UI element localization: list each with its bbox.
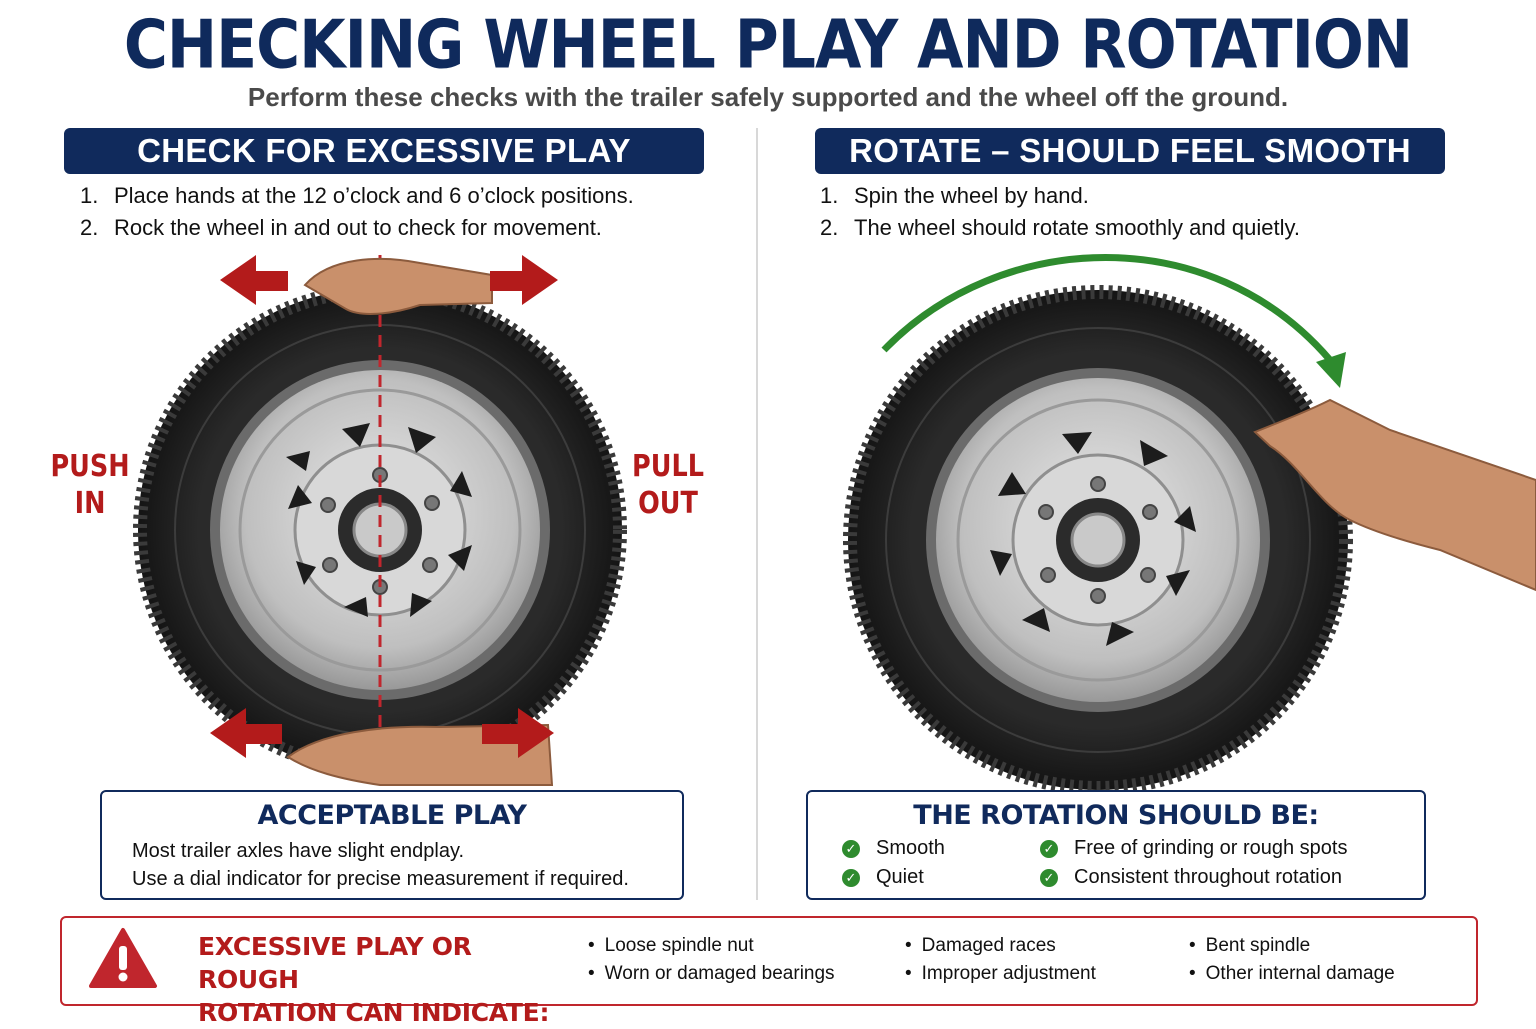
check-icon: ✓: [1040, 839, 1058, 858]
push-in-label: PUSH IN: [48, 448, 133, 522]
quality-label: Free of grinding or rough spots: [1074, 837, 1348, 859]
step-number: 1.: [80, 183, 99, 208]
hand-icon: [1253, 398, 1536, 592]
step-text: Place hands at the 12 o’clock and 6 o’cl…: [114, 183, 634, 208]
top-hand-icon: [303, 257, 493, 315]
step-text: Rock the wheel in and out to check for m…: [114, 215, 602, 240]
rotation-quality-item: ✓ Consistent throughout rotation: [1040, 863, 1348, 892]
warning-causes-col2: Damaged races Improper adjustment: [905, 932, 1096, 988]
rotation-quality-item: ✓ Free of grinding or rough spots: [1040, 834, 1348, 863]
warning-title-line2: ROTATION CAN INDICATE:: [198, 998, 550, 1027]
warning-triangle-icon: [89, 928, 157, 988]
rotation-should-be-title: THE ROTATION SHOULD BE:: [913, 800, 1319, 831]
tire-icon: [133, 283, 627, 777]
warning-causes-col3: Bent spindle Other internal damage: [1189, 932, 1395, 988]
quality-label: Smooth: [876, 837, 945, 859]
arrow-left-bottom-icon: [210, 708, 282, 758]
arrow-right-top-icon: [490, 255, 558, 305]
section-divider: [756, 128, 758, 900]
tire-icon: [843, 285, 1353, 795]
rotation-should-be-box: THE ROTATION SHOULD BE: ✓ Smooth ✓ Quiet…: [806, 790, 1426, 900]
cause-item: Improper adjustment: [905, 960, 1096, 988]
acceptable-play-line: Most trailer axles have slight endplay.: [132, 840, 465, 862]
left-steps: 1. Place hands at the 12 o’clock and 6 o…: [80, 180, 740, 244]
cause-item: Other internal damage: [1189, 960, 1395, 988]
wheel-play-illustration: [133, 255, 627, 786]
rotation-qualities-col2: ✓ Free of grinding or rough spots ✓ Cons…: [1040, 834, 1348, 892]
cause-item: Worn or damaged bearings: [588, 960, 835, 988]
right-steps: 1. Spin the wheel by hand. 2. The wheel …: [820, 180, 1480, 244]
warning-causes-col1: Loose spindle nut Worn or damaged bearin…: [588, 932, 835, 988]
right-step-2: 2. The wheel should rotate smoothly and …: [820, 212, 1480, 244]
wheel-rotation-illustration: [843, 254, 1536, 795]
quality-label: Quiet: [876, 866, 924, 888]
left-section-header: CHECK FOR EXCESSIVE PLAY: [64, 128, 704, 174]
right-section-header: ROTATE – SHOULD FEEL SMOOTH: [815, 128, 1445, 174]
rotation-quality-item: ✓ Smooth: [842, 834, 945, 863]
page-subtitle: Perform these checks with the trailer sa…: [247, 82, 1289, 112]
quality-label: Consistent throughout rotation: [1074, 866, 1342, 888]
push-label-line1: PUSH: [50, 449, 130, 484]
step-number: 1.: [820, 183, 839, 208]
arrow-left-top-icon: [220, 255, 288, 305]
acceptable-play-line: Use a dial indicator for precise measure…: [132, 868, 629, 890]
rotation-arrow-icon: [881, 254, 1333, 363]
left-step-2: 2. Rock the wheel in and out to check fo…: [80, 212, 740, 244]
check-icon: ✓: [842, 839, 860, 858]
pull-label-line2: OUT: [638, 486, 698, 521]
pull-out-label: PULL OUT: [626, 448, 711, 522]
step-number: 2.: [80, 215, 99, 240]
check-icon: ✓: [1040, 868, 1058, 887]
acceptable-play-box: ACCEPTABLE PLAY Most trailer axles have …: [100, 790, 684, 900]
warning-title-line1: EXCESSIVE PLAY OR ROUGH: [198, 932, 472, 994]
cause-item: Loose spindle nut: [588, 932, 835, 960]
right-step-1: 1. Spin the wheel by hand.: [820, 180, 1480, 212]
cause-item: Damaged races: [905, 932, 1096, 960]
cause-item: Bent spindle: [1189, 932, 1395, 960]
pull-label-line1: PULL: [632, 449, 704, 484]
arrow-right-bottom-icon: [482, 708, 554, 758]
step-text: The wheel should rotate smoothly and qui…: [854, 215, 1300, 240]
step-text: Spin the wheel by hand.: [854, 183, 1089, 208]
rotation-qualities-col1: ✓ Smooth ✓ Quiet: [842, 834, 945, 892]
left-step-1: 1. Place hands at the 12 o’clock and 6 o…: [80, 180, 740, 212]
push-label-line2: IN: [74, 486, 106, 521]
warning-title: EXCESSIVE PLAY OR ROUGH ROTATION CAN IND…: [198, 930, 558, 1029]
rotation-arrowhead-icon: [1316, 352, 1346, 388]
step-number: 2.: [820, 215, 839, 240]
page-title: CHECKING WHEEL PLAY AND ROTATION: [123, 6, 1413, 85]
rotation-quality-item: ✓ Quiet: [842, 863, 945, 892]
acceptable-play-title: ACCEPTABLE PLAY: [257, 800, 527, 831]
check-icon: ✓: [842, 868, 860, 887]
